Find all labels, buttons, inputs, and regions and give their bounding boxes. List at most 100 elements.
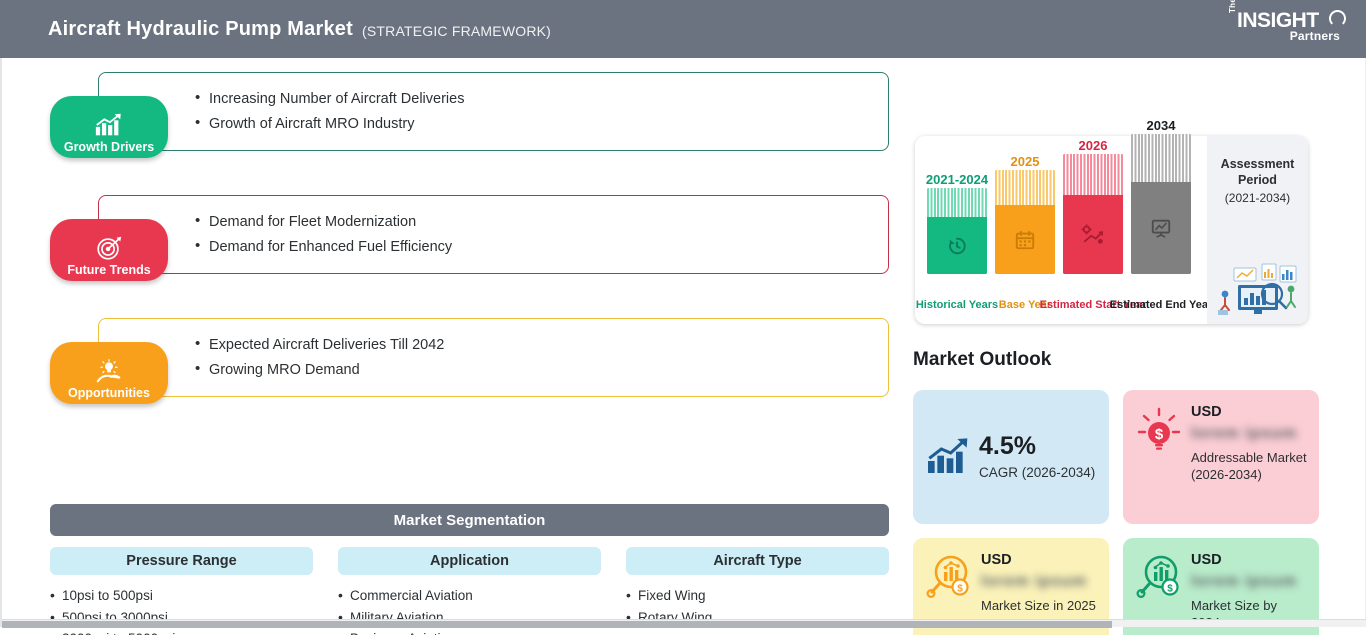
card-text: USD lorem ipsum Market Size by 2034	[1191, 552, 1307, 631]
title-text: Aircraft Hydraulic Pump Market	[48, 17, 353, 40]
presentation-chart-icon	[1151, 219, 1171, 238]
list-item: Demand for Fleet Modernization	[195, 210, 888, 235]
bar-caption: Estimated End Year	[1109, 299, 1213, 311]
list-item: Increasing Number of Aircraft Deliveries	[195, 87, 888, 112]
bar-stripe	[927, 188, 987, 218]
bar-solid	[1131, 181, 1191, 274]
scrollbar-thumb[interactable]	[2, 621, 1112, 628]
bar-solid	[927, 217, 987, 274]
target-dart-icon	[97, 236, 122, 260]
assessment-period-panel: 2021-2024 Historical Years	[915, 118, 1308, 324]
driver-box: Demand for Fleet Modernization Demand fo…	[98, 195, 889, 274]
bar-year-label: 2026	[1078, 138, 1108, 153]
bar-solid	[995, 205, 1055, 274]
column-header: Application	[338, 547, 601, 575]
magnifier-chart-dollar-icon: $	[1136, 555, 1179, 598]
cagr-text: 4.5% CAGR (2026-2034)	[979, 432, 1097, 481]
calendar-icon	[1015, 230, 1035, 249]
list-item: Growing MRO Demand	[195, 358, 888, 383]
bar-year-label: 2034	[1146, 118, 1176, 133]
content-area: Increasing Number of Aircraft Deliveries…	[0, 58, 1366, 635]
list-item: Expected Aircraft Deliveries Till 2042	[195, 333, 888, 358]
card-text: USD lorem ipsum Addressable Market (2026…	[1191, 404, 1307, 483]
driver-box: Increasing Number of Aircraft Deliveries…	[98, 72, 889, 151]
bar-year-label: 2025	[1010, 154, 1040, 169]
badge-opportunities[interactable]: Opportunities	[50, 342, 168, 404]
lightbulb-dollar-icon: $	[1137, 407, 1181, 450]
segmentation-column-application: Application Commercial Aviation Military…	[338, 547, 601, 635]
title-subtitle: (STRATEGIC FRAMEWORK)	[361, 22, 552, 39]
currency-label: USD	[1191, 552, 1222, 568]
list-item: Commercial Aviation	[338, 585, 601, 607]
segmentation-column-aircraft-type: Aircraft Type Fixed Wing Rotary Wing	[626, 547, 889, 635]
badge-label: Opportunities	[68, 385, 150, 400]
svg-text:$: $	[1167, 584, 1173, 595]
logo-partners: Partners	[1289, 29, 1340, 43]
outlook-card-market-size-2025: $ USD lorem ipsum Market Size in 2025	[913, 538, 1109, 635]
magnifier-chart-dollar-icon: $	[926, 555, 969, 598]
badge-label: Growth Drivers	[63, 139, 155, 154]
bar-year-label: 2021-2024	[925, 172, 989, 187]
settings-growth-icon	[1081, 224, 1104, 245]
cagr-value: 4.5%	[979, 432, 1036, 460]
logo-insight: INSIGHT	[1237, 9, 1319, 32]
bar-chart-arrow-icon	[928, 438, 968, 473]
card-label: Market Size in 2025	[981, 598, 1096, 613]
card-label: Addressable Market (2026-2034)	[1191, 450, 1307, 482]
horizontal-scrollbar[interactable]	[2, 619, 1366, 628]
column-header: Pressure Range	[50, 547, 313, 575]
growth-chart-icon	[95, 113, 121, 135]
logo-the: The	[1228, 0, 1237, 13]
list-item: Fixed Wing	[626, 585, 889, 607]
blurred-value: lorem ipsum	[981, 573, 1088, 590]
market-outlook-cards: 4.5% CAGR (2026-2034) $ USD	[913, 390, 1319, 635]
page-header: Aircraft Hydraulic Pump Market (STRATEGIC…	[0, 0, 1366, 58]
blurred-value: lorem ipsum	[1191, 573, 1298, 590]
list-item: Growth of Aircraft MRO Industry	[195, 112, 888, 137]
list-item: 10psi to 500psi	[50, 585, 313, 607]
market-outlook-title: Market Outlook	[913, 349, 1052, 370]
list-item: Business Aviation	[338, 628, 601, 635]
analytics-dashboard-illustration	[1218, 263, 1297, 315]
insight-partners-logo: The INSIGHT Partners	[1228, 0, 1348, 50]
assessment-period-title: Assessment Period	[1220, 157, 1295, 187]
badge-label: Future Trends	[67, 262, 151, 277]
card-text: USD lorem ipsum Market Size in 2025	[981, 552, 1097, 614]
market-segmentation-bar: Market Segmentation	[50, 504, 889, 536]
svg-text:$: $	[1155, 426, 1164, 443]
driver-list: Expected Aircraft Deliveries Till 2042 G…	[99, 319, 888, 396]
clock-history-icon	[949, 237, 966, 254]
driver-list: Increasing Number of Aircraft Deliveries…	[99, 73, 888, 150]
bar-column	[1063, 154, 1123, 274]
bar-column	[1131, 134, 1191, 274]
ring-icon	[1329, 10, 1346, 27]
badge-growth-drivers[interactable]: Growth Drivers	[50, 96, 168, 158]
bar-caption: Historical Years	[915, 299, 999, 311]
market-segmentation-title: Market Segmentation	[393, 511, 546, 529]
outlook-card-addressable-market: $ USD lorem ipsum Addressable Market (20…	[1123, 390, 1319, 524]
column-header: Aircraft Type	[626, 547, 889, 575]
blurred-value: lorem ipsum	[1191, 425, 1298, 442]
cagr-label: CAGR (2026-2034)	[979, 465, 1096, 480]
assessment-period-info: Assessment Period (2021-2034)	[1207, 136, 1308, 324]
outlook-card-cagr: 4.5% CAGR (2026-2034)	[913, 390, 1109, 524]
driver-list: Demand for Fleet Modernization Demand fo…	[99, 196, 888, 273]
badge-future-trends[interactable]: Future Trends	[50, 219, 168, 281]
currency-label: USD	[1191, 404, 1222, 420]
driver-box: Expected Aircraft Deliveries Till 2042 G…	[98, 318, 889, 397]
bar-caption: Estimated Start Year	[1039, 299, 1147, 311]
assessment-bars-chart: 2021-2024 Historical Years	[915, 118, 1212, 324]
lightbulb-hand-icon	[96, 358, 121, 382]
bar-stripe	[1063, 154, 1123, 195]
assessment-period-range: (2021-2034)	[1224, 191, 1291, 205]
currency-label: USD	[981, 552, 1012, 568]
page-title: Aircraft Hydraulic Pump Market (STRATEGIC…	[48, 18, 551, 41]
svg-text:$: $	[957, 584, 963, 595]
list-item: Demand for Enhanced Fuel Efficiency	[195, 235, 888, 260]
list-item: 3000psi to 5000psi	[50, 628, 313, 635]
bar-stripe	[1131, 134, 1191, 182]
bar-caption: Base Year	[998, 299, 1052, 311]
bar-solid	[1063, 194, 1123, 274]
bar-column	[995, 170, 1055, 274]
